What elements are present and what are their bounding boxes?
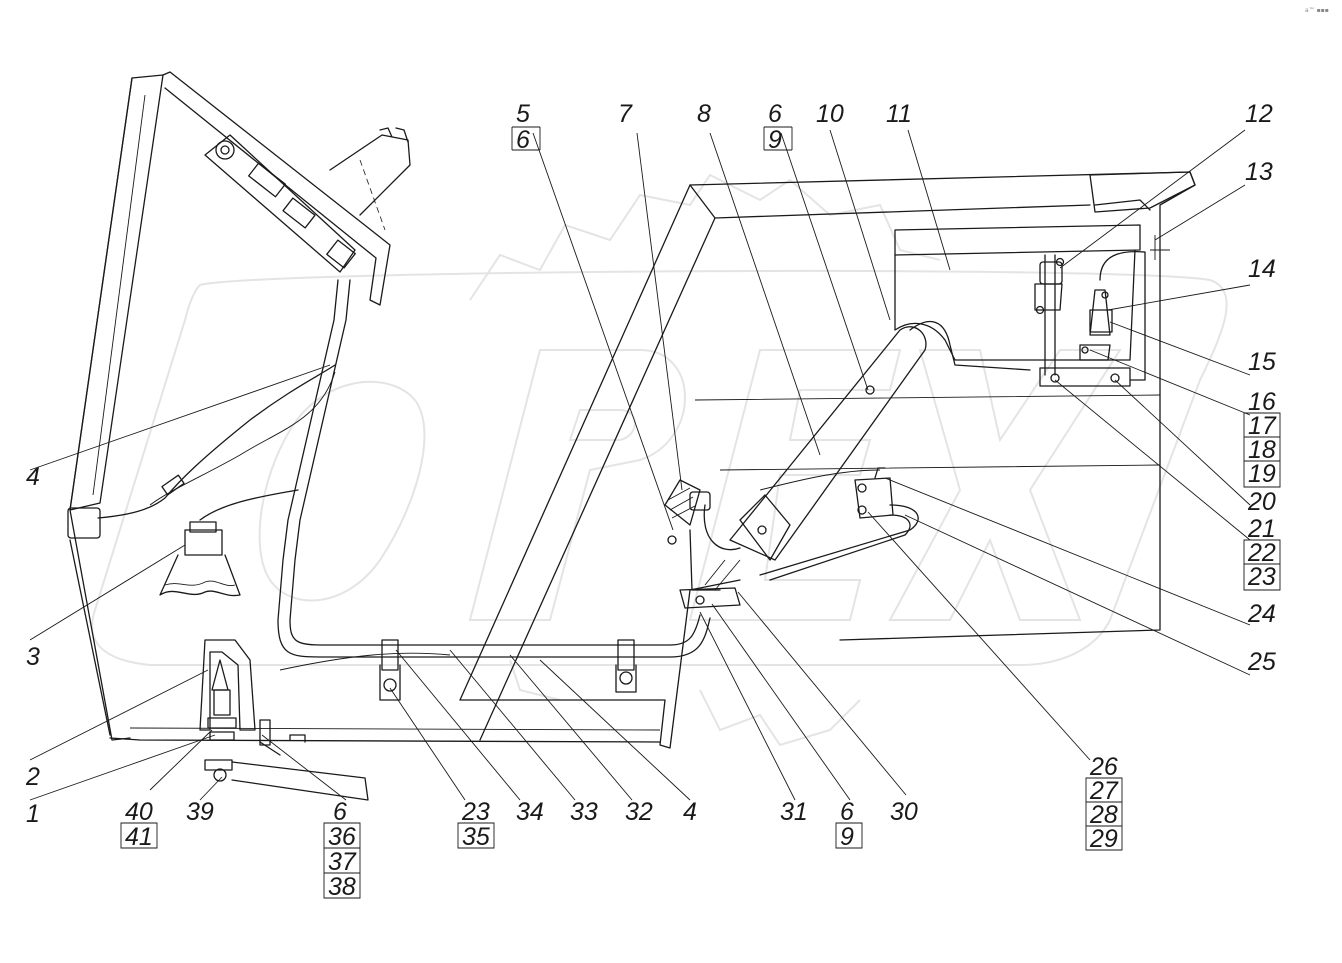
- callout-28: 28: [1089, 801, 1118, 829]
- callout-23: 23: [1247, 563, 1276, 591]
- callout-34: 34: [516, 798, 544, 826]
- callout-6: 6: [840, 798, 854, 826]
- callout-15: 15: [1248, 348, 1276, 376]
- callout-26: 26: [1089, 753, 1118, 781]
- callout-20: 20: [1247, 488, 1276, 516]
- callout-30: 30: [890, 798, 918, 826]
- callout-17: 17: [1248, 412, 1277, 440]
- callout-4: 4: [26, 463, 40, 491]
- callout-39: 39: [186, 798, 214, 826]
- callout-9: 9: [840, 823, 854, 851]
- callout-41: 41: [125, 823, 153, 851]
- callout-40: 40: [125, 798, 153, 826]
- callout-16: 16: [1248, 388, 1276, 416]
- callout-33: 33: [570, 798, 598, 826]
- sensor-assembly: [97, 364, 336, 597]
- callout-23: 23: [461, 798, 490, 826]
- pedal-bracket: [199, 639, 369, 801]
- callout-4: 4: [683, 798, 697, 826]
- callout-32: 32: [625, 798, 653, 826]
- steering-mast: [329, 127, 411, 231]
- callout-12: 12: [1245, 100, 1273, 128]
- callout-6: 6: [768, 100, 782, 128]
- lower-bracket: [679, 559, 741, 609]
- corner-mark: a™ ▪▪▪: [1305, 7, 1329, 14]
- callout-9: 9: [768, 126, 782, 154]
- callout-36: 36: [328, 823, 356, 851]
- callout-2: 2: [25, 763, 40, 791]
- lever-arm: [729, 321, 1031, 561]
- callout-10: 10: [816, 100, 844, 128]
- hose-clamps: [379, 639, 637, 701]
- callout-31: 31: [780, 798, 808, 826]
- callout-14: 14: [1248, 255, 1276, 283]
- callout-24: 24: [1247, 600, 1276, 628]
- main-hose-line: [277, 279, 711, 671]
- callout-19: 19: [1248, 460, 1276, 488]
- callout-22: 22: [1247, 539, 1276, 567]
- callout-1: 1: [26, 800, 40, 828]
- pressure-switches: [1034, 235, 1170, 387]
- callout-18: 18: [1248, 436, 1276, 464]
- callout-37: 37: [328, 848, 357, 876]
- callout-27: 27: [1089, 777, 1119, 805]
- callout-25: 25: [1247, 648, 1276, 676]
- callout-7: 7: [618, 100, 633, 128]
- callout-13: 13: [1245, 158, 1273, 186]
- callout-21: 21: [1247, 515, 1276, 543]
- callout-labels: 1 2 3 4 4 5 6 7 8 6 9 10 11 12 13 14 15 …: [25, 100, 1277, 901]
- callout-8: 8: [697, 100, 711, 128]
- leader-lines: [29, 129, 1251, 801]
- valve-block: [759, 467, 919, 581]
- callout-29: 29: [1089, 825, 1118, 853]
- callout-11: 11: [886, 100, 912, 128]
- callout-stack-boxes: [120, 126, 1281, 899]
- callout-6: 6: [516, 126, 530, 154]
- callout-3: 3: [26, 643, 40, 671]
- callout-6: 6: [333, 798, 347, 826]
- upper-switch-block: [204, 134, 356, 273]
- callout-5: 5: [516, 100, 530, 128]
- callout-38: 38: [328, 873, 356, 901]
- callout-35: 35: [462, 823, 490, 851]
